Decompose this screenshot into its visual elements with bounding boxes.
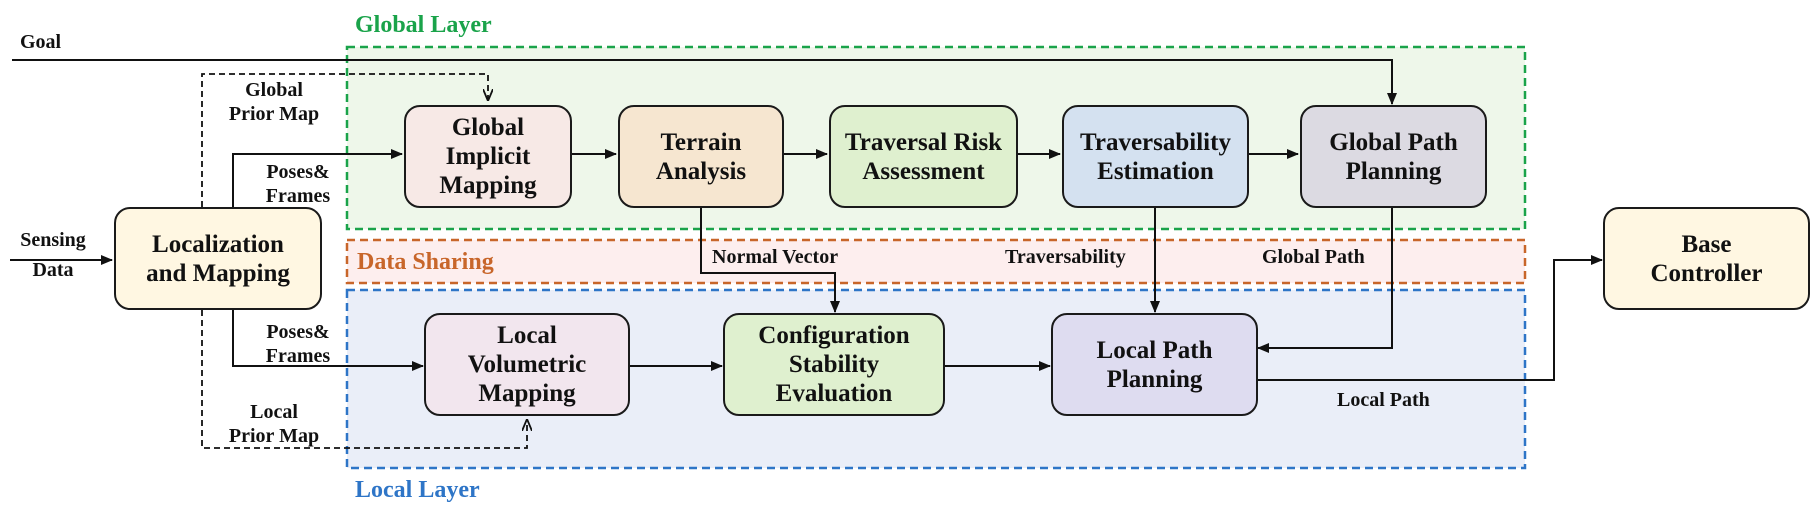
label-line: Global [245,79,303,101]
local-prior-map-arrow [201,310,527,449]
sensing-data-label: Sensing Data [6,228,100,282]
local-path-label: Local Path [1337,389,1430,411]
node-label-line: Volumetric [467,351,587,378]
node-label-line: Mapping [439,172,537,199]
label-line: Prior Map [228,103,320,125]
node-label-line: Evaluation [775,380,893,407]
node-label-line: Local Path [1096,336,1213,364]
node-label-line: Traversal Risk [844,128,1003,156]
node-label-line: Global [451,114,525,141]
label-line: Prior Map [228,425,320,447]
node-label-line: Stability [788,351,880,378]
goal-label: Goal [20,31,62,53]
node-label-line: Analysis [655,157,747,185]
label-line: Poses& [266,321,330,343]
goal-arrow [12,59,1397,105]
node-label-line: Configuration [758,322,910,349]
node-label-line: Local [497,322,557,349]
label-line: Sensing [20,229,86,251]
poses-frames-bottom-arrow [232,310,424,371]
label-line: Poses& [266,161,330,183]
data-sharing-title: Data Sharing [357,249,494,275]
global-path-label: Global Path [1262,246,1365,268]
node-label-line: Controller [1650,259,1763,287]
node-label-line: Localization [152,230,284,258]
label-line: Frames [265,185,331,207]
global-layer-title: Global Layer [355,12,492,38]
poses-frames-top-arrow [232,149,403,207]
traversability-label: Traversability [1005,246,1126,268]
node-label-line: Estimation [1097,157,1214,185]
local-path-arrow [1258,255,1603,381]
local-prior-map-label: Local Prior Map [212,400,336,448]
node-label-line: Mapping [478,380,576,407]
data-sharing-region [345,238,1527,285]
node-label-line: Assessment [862,157,985,185]
normal-vector-label: Normal Vector [712,246,839,268]
node-label-line: Implicit [445,143,531,170]
poses-frames-top-label: Poses& Frames [244,160,352,208]
local-layer-title: Local Layer [355,477,480,503]
node-label-line: Global Path [1329,128,1458,156]
node-label-line: Planning [1106,365,1203,393]
global-prior-map-arrow [201,73,488,207]
normal-vector-arrow [700,207,840,313]
global-prior-map-label: Global Prior Map [212,78,336,126]
node-label-line: Traversability [1080,128,1231,156]
node-label-line: Planning [1345,157,1442,185]
node-label-line: Terrain [660,128,742,156]
poses-frames-bottom-label: Poses& Frames [244,320,352,368]
label-line: Local [250,401,298,423]
global-path-arrow [1257,207,1393,353]
node-label-line: Base [1681,230,1732,258]
node-label-line: and Mapping [146,259,290,287]
label-line: Data [32,259,74,281]
label-line: Frames [265,345,331,367]
